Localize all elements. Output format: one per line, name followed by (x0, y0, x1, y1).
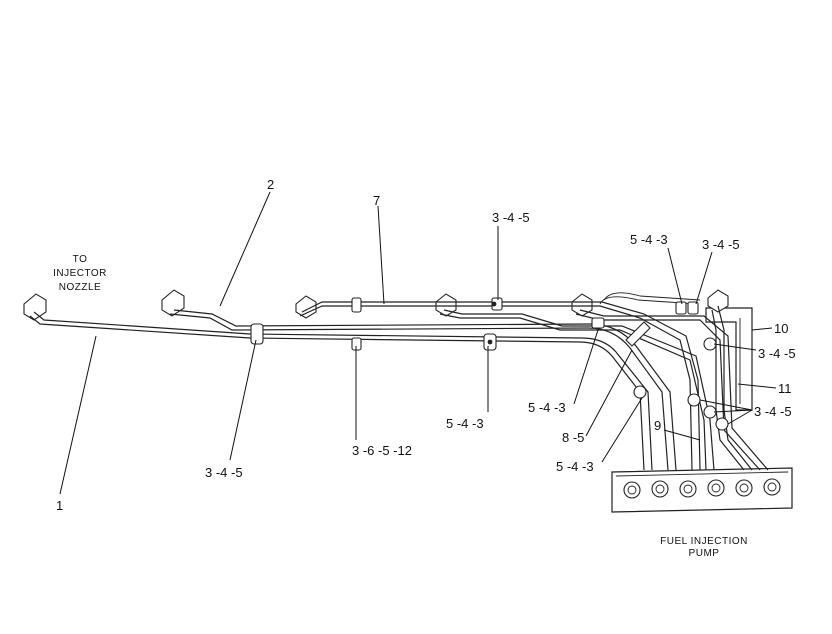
line-clamps (250, 297, 729, 431)
callout-3-4-5: 3 -4 -5 (702, 237, 740, 252)
callout-5-4-3: 5 -4 -3 (446, 416, 484, 431)
callout-10: 10 (774, 321, 788, 336)
note-line: PUMP (689, 548, 720, 559)
callout-3-6-5-12: 3 -6 -5 -12 (352, 443, 412, 458)
leader-lines (59, 191, 777, 495)
note-fuel-injection-pump: FUEL INJECTION PUMP (660, 536, 748, 559)
callout-3-4-5: 3 -4 -5 (754, 404, 792, 419)
note-line: NOZZLE (59, 282, 101, 293)
fuel-injection-pump (611, 467, 793, 513)
callout-5-4-3: 5 -4 -3 (556, 459, 594, 474)
callout-2: 2 (267, 177, 274, 192)
callout-1: 1 (56, 498, 63, 513)
note-line: FUEL INJECTION (660, 536, 748, 547)
callout-3-4-5: 3 -4 -5 (205, 465, 243, 480)
note-line: INJECTOR (53, 268, 107, 279)
mounting-bracket (705, 307, 753, 411)
note-to-injector-nozzle: TO INJECTOR NOZZLE (53, 254, 107, 293)
callout-labels: 1 2 7 9 10 11 3 -4 -5 3 -6 -5 -12 3 -4 -… (56, 177, 796, 513)
callout-5-4-3: 5 -4 -3 (528, 400, 566, 415)
note-line: TO (73, 254, 88, 265)
callout-3-4-5: 3 -4 -5 (492, 210, 530, 225)
callout-11: 11 (778, 381, 792, 396)
callout-5-4-3: 5 -4 -3 (630, 232, 668, 247)
callout-8-5: 8 -5 (562, 430, 584, 445)
callout-3-4-5: 3 -4 -5 (758, 346, 796, 361)
callout-7: 7 (373, 193, 380, 208)
nozzle-fittings (23, 289, 729, 321)
callout-9: 9 (654, 418, 661, 433)
